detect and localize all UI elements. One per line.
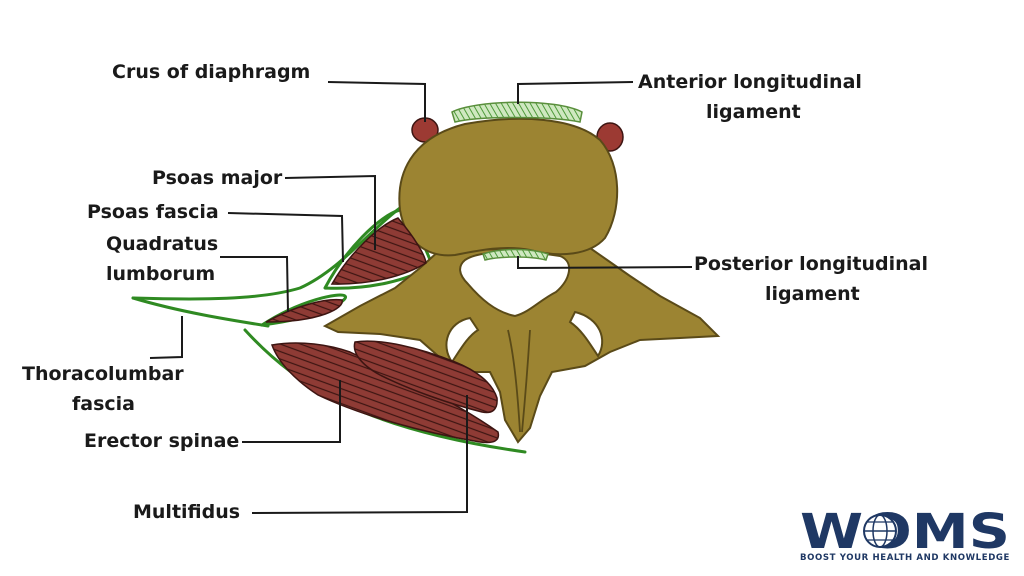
vertebral-body-shape xyxy=(398,117,619,257)
erector-spinae-shape xyxy=(270,342,500,444)
woms-logo: WOMS BOOST YOUR HEALTH AND KNOWLEDGE xyxy=(800,504,1010,563)
multifidus-shape xyxy=(353,340,498,414)
label-quadratus-line1: Quadratus xyxy=(106,233,218,255)
label-thoracolumbar-line2: fascia xyxy=(72,393,135,415)
quadratus-lumborum-shape xyxy=(265,298,343,323)
leader-quadratus xyxy=(220,256,289,313)
label-quadratus-line2: lumborum xyxy=(106,263,215,285)
leader-psoas-major xyxy=(284,174,376,250)
leader-lines xyxy=(149,81,693,514)
label-crus: Crus of diaphragm xyxy=(112,61,310,83)
label-multifidus: Multifidus xyxy=(133,501,240,523)
leader-thoracolumbar xyxy=(149,316,183,359)
label-thoracolumbar-line1: Thoracolumbar xyxy=(22,363,184,385)
label-anterior-line1: Anterior longitudinal xyxy=(638,71,862,93)
muscles xyxy=(265,217,500,444)
label-psoas-major: Psoas major xyxy=(152,167,283,189)
leader-erector xyxy=(242,380,341,443)
posterior-elements-shape xyxy=(322,246,721,444)
anterior-ligament-shape xyxy=(451,101,583,123)
labels: Crus of diaphragm Anterior longitudinal … xyxy=(22,61,928,523)
label-psoas-fascia: Psoas fascia xyxy=(87,201,219,223)
label-erector: Erector spinae xyxy=(84,430,239,452)
spinous-ridge-line xyxy=(507,329,531,433)
label-posterior-line2: ligament xyxy=(765,283,860,305)
leader-multifidus xyxy=(251,395,468,514)
label-anterior-line2: ligament xyxy=(706,101,801,123)
leader-posterior xyxy=(517,256,693,270)
thoracolumbar-fascia-line xyxy=(131,296,270,328)
logo-letters: WOMS xyxy=(800,504,1010,560)
label-posterior-line1: Posterior longitudinal xyxy=(694,253,928,275)
logo-tagline: BOOST YOUR HEALTH AND KNOWLEDGE xyxy=(800,553,1010,563)
vertebra xyxy=(322,117,721,444)
psoas-major-shape xyxy=(330,217,427,285)
posterior-ligament-shape xyxy=(482,248,549,261)
right-facet-shape xyxy=(568,310,604,358)
leader-psoas-fascia xyxy=(227,212,344,263)
leader-anterior xyxy=(517,81,634,104)
psoas-fascia-line xyxy=(131,206,402,301)
leader-crus xyxy=(327,81,426,122)
globe-icon xyxy=(863,514,897,548)
